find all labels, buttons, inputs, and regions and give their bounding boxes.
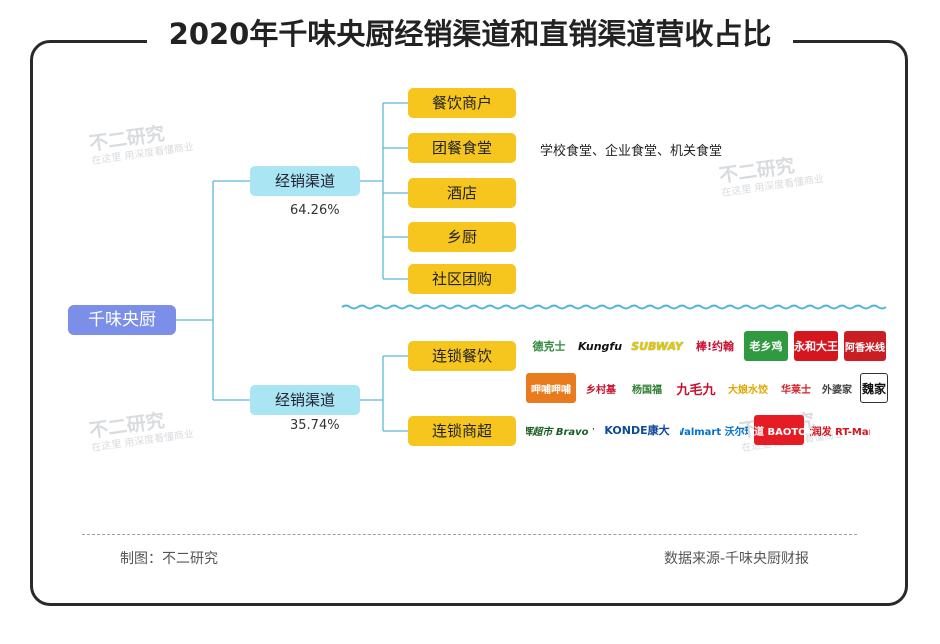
logo-row-chain-restaurants-2: 呷哺呷哺 乡村基 杨国福 九毛九 大娘水饺 华莱士 外婆家 魏家 xyxy=(526,372,891,404)
leaf-node: 乡厨 xyxy=(408,222,516,252)
wavy-divider xyxy=(341,304,887,310)
channel-percent: 64.26% xyxy=(290,203,340,218)
logo-axiang: 阿香米线 xyxy=(844,331,886,361)
logo-waipojia: 外婆家 xyxy=(822,384,852,396)
logo-wallace: 华莱士 xyxy=(781,384,811,396)
footer-divider xyxy=(82,534,857,535)
logo-row-supermarkets: 永辉超市 Bravo YH KONDE康大 Walmart 沃尔玛 包道 BAO… xyxy=(526,414,891,446)
leaf-node: 餐饮商户 xyxy=(408,88,516,118)
logo-jiumaojiu: 九毛九 xyxy=(676,382,716,398)
logo-xiabu: 呷哺呷哺 xyxy=(526,373,576,403)
logo-dicos: 德克士 xyxy=(532,340,566,353)
logo-yonghe: 永和大王 xyxy=(794,331,838,361)
logo-rt-mart: 大润发 RT-Mart xyxy=(810,426,870,438)
leaf-node: 连锁餐饮 xyxy=(408,341,516,371)
logo-bravo: 永辉超市 Bravo YH xyxy=(526,426,594,438)
logo-yangguofu: 杨国福 xyxy=(632,384,662,396)
logo-kungfu: Kungfu xyxy=(578,339,622,353)
logo-xiangcunji: 乡村基 xyxy=(586,384,616,396)
leaf-node: 酒店 xyxy=(408,178,516,208)
logo-konde: KONDE康大 xyxy=(604,424,670,437)
channel-percent: 35.74% xyxy=(290,418,340,433)
logo-papa-johns: 棒!约翰 xyxy=(695,340,735,353)
logo-weijia: 魏家 xyxy=(860,373,888,403)
logo-subway: SUBWAY xyxy=(628,331,686,361)
footer-source: 数据来源-千味央厨财报 xyxy=(664,551,810,567)
channel-node-direct: 经销渠道 xyxy=(250,385,360,415)
channel-node-dealer: 经销渠道 xyxy=(250,166,360,196)
logo-baotop: 包道 BAOTOP xyxy=(754,415,804,445)
page-title: 2020年千味央厨经销渠道和直销渠道营收占比 xyxy=(0,14,940,54)
brand-logos: 德克士 Kungfu SUBWAY 棒!约翰 老乡鸡 永和大王 阿香米线 呷哺呷… xyxy=(526,330,891,456)
root-node: 千味央厨 xyxy=(68,305,176,335)
logo-daniang: 大娘水饺 xyxy=(728,384,768,396)
logo-walmart: Walmart 沃尔玛 xyxy=(680,426,748,438)
logo-row-chain-restaurants: 德克士 Kungfu SUBWAY 棒!约翰 老乡鸡 永和大王 阿香米线 xyxy=(526,330,891,362)
leaf-node: 连锁商超 xyxy=(408,416,516,446)
footer-credit: 制图：不二研究 xyxy=(120,551,218,567)
leaf-node: 团餐食堂 xyxy=(408,133,516,163)
canteen-note: 学校食堂、企业食堂、机关食堂 xyxy=(540,144,723,159)
leaf-node: 社区团购 xyxy=(408,264,516,294)
logo-laoxiangji: 老乡鸡 xyxy=(744,331,788,361)
